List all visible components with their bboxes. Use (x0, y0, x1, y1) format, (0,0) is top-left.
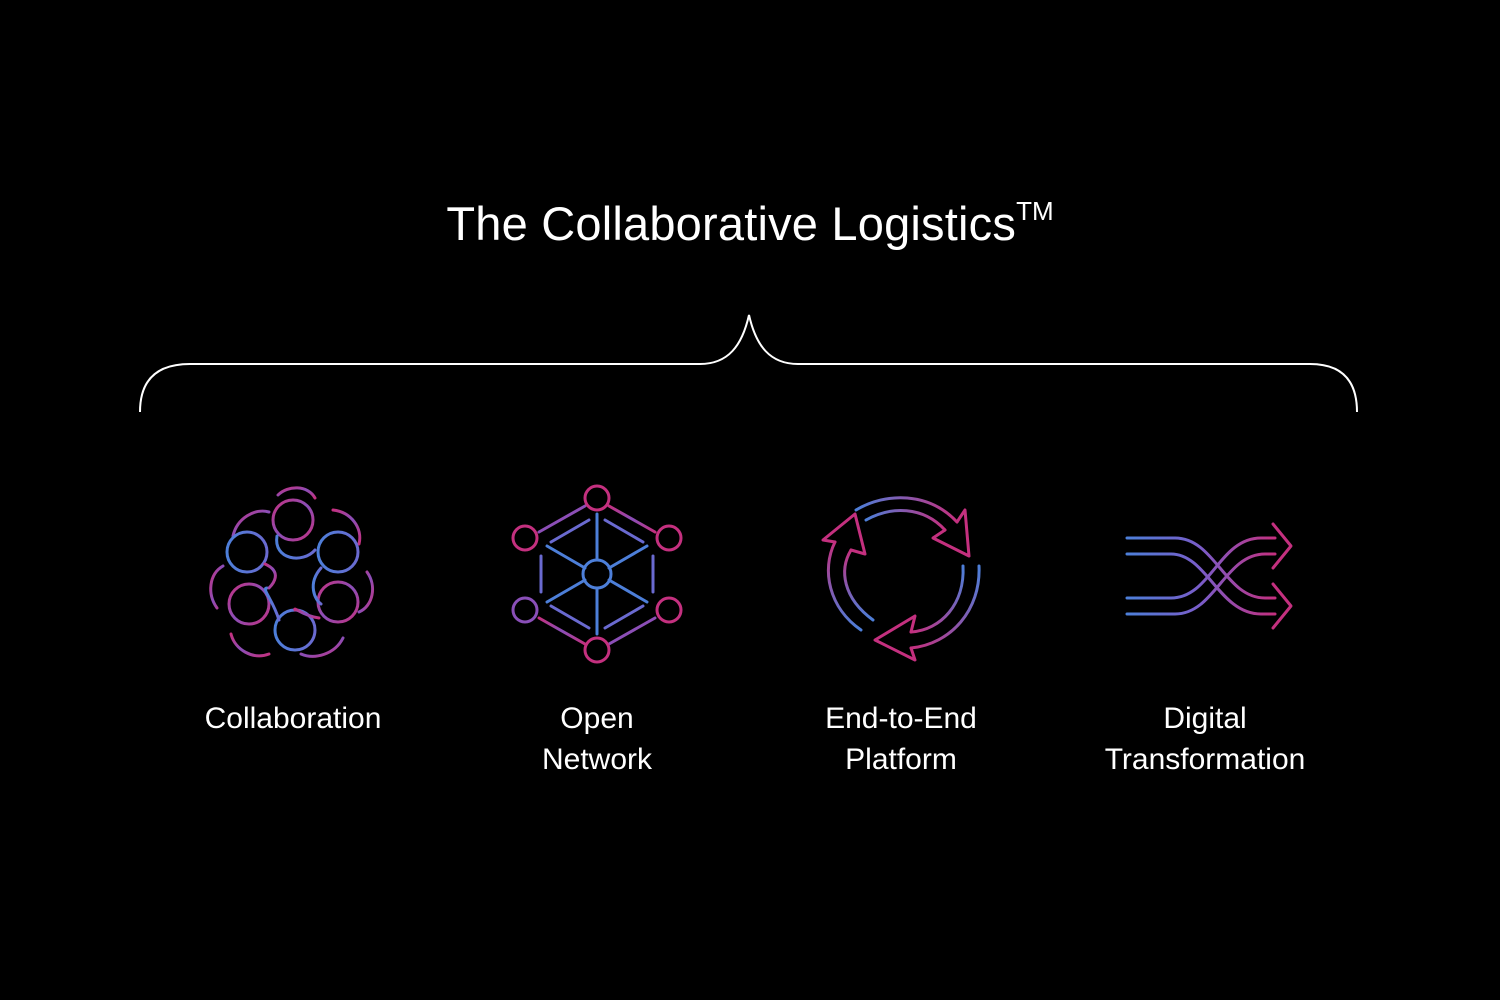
pillar-digital-transformation: Digital Transformation (1055, 480, 1355, 780)
crossing-arrows-icon (1125, 522, 1293, 630)
pillar-label-line: Digital (1163, 702, 1247, 735)
pillar-label: Collaboration (143, 698, 443, 739)
pillar-label-line: Platform (845, 743, 957, 776)
title-text: The Collaborative Logistics (446, 197, 1017, 250)
pillar-collaboration: Collaboration (143, 480, 443, 739)
interlocking-loops-icon (209, 486, 375, 658)
network-hexagon-icon (511, 484, 683, 664)
page-title: The Collaborative LogisticsTM (0, 196, 1500, 251)
pillar-label: Digital Transformation (1055, 698, 1355, 780)
pillar-open-network: Open Network (447, 480, 747, 780)
pillar-label-line: Collaboration (204, 702, 382, 735)
pillar-label: End-to-End Platform (751, 698, 1051, 780)
pillar-label-line: Transformation (1104, 743, 1306, 776)
pillar-label-line: Open (560, 702, 634, 735)
pillar-label: Open Network (447, 698, 747, 780)
pillar-label-line: Network (541, 743, 653, 776)
cycle-arrows-icon (821, 496, 981, 662)
pillar-end-to-end-platform: End-to-End Platform (751, 480, 1051, 780)
pillar-label-line: End-to-End (825, 702, 977, 735)
trademark-mark: TM (1016, 196, 1054, 226)
